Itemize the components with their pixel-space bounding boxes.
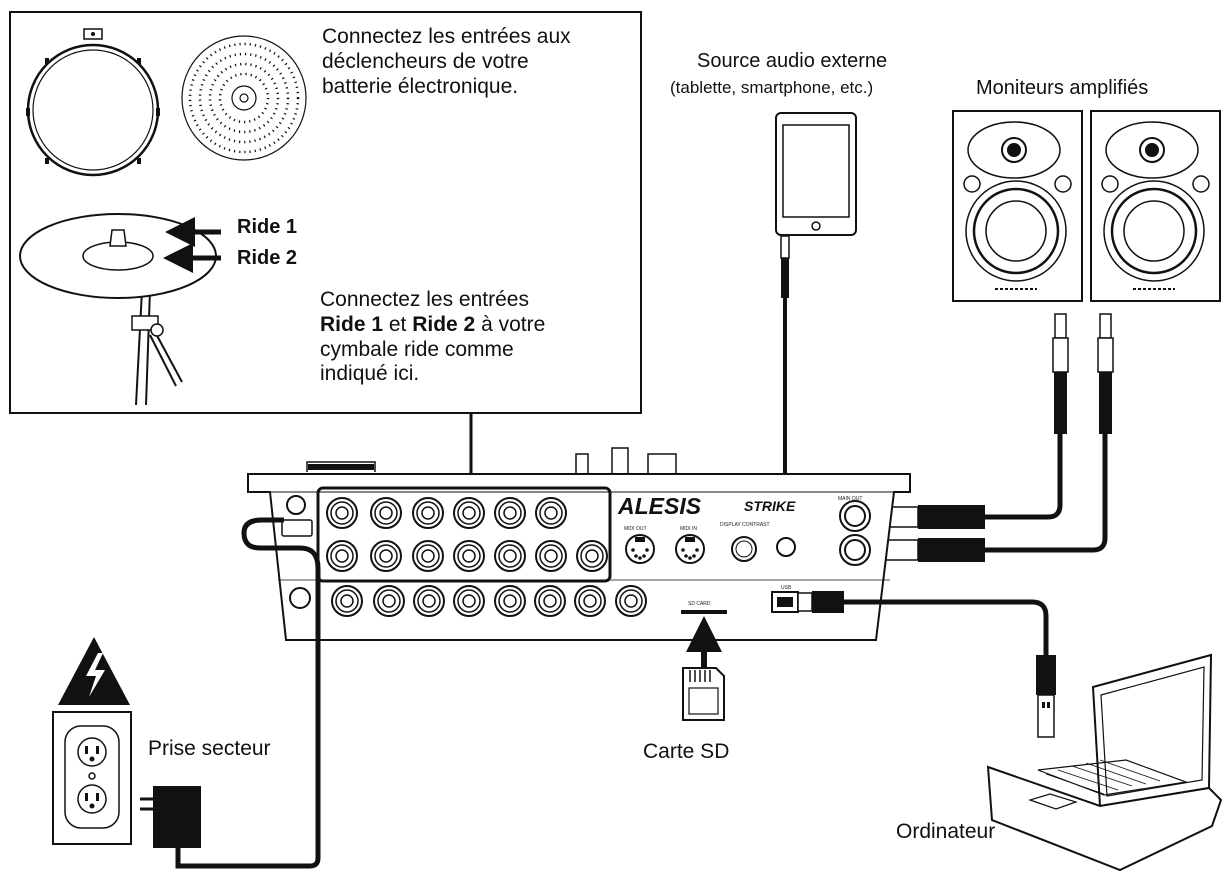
monitor-cables <box>873 313 1114 562</box>
power-cable <box>175 517 321 869</box>
trigger-jack <box>615 585 647 617</box>
ride-cymbal-icon <box>19 213 221 406</box>
trigger-jack <box>574 585 606 617</box>
trigger-jacks-row-2 <box>326 540 608 572</box>
trigger-jack <box>576 540 608 572</box>
ride-instructions-line-2-rest: à votre <box>475 312 546 336</box>
trigger-jack <box>453 585 485 617</box>
midi-in-port: MIDI IN <box>675 526 705 564</box>
monitor-speaker-right-icon <box>1090 110 1221 302</box>
ride-2-inline: Ride 2 <box>412 312 476 336</box>
trigger-jacks-row-3 <box>331 585 647 617</box>
ride-instructions-line-4: indiqué ici. <box>320 362 420 386</box>
usb-cable <box>797 591 1056 738</box>
svg-text:USB: USB <box>781 585 792 591</box>
ride-instructions-line-2: Ride 1 et Ride 2 à votre <box>320 313 545 338</box>
trigger-instructions-line-1: Connectez les entrées aux <box>322 25 571 48</box>
usb-port: USB <box>771 585 799 613</box>
trigger-jacks-row-1 <box>326 497 567 529</box>
trigger-jack <box>494 540 526 572</box>
warning-icon <box>58 637 130 705</box>
trigger-jack <box>453 497 485 529</box>
trigger-jack <box>370 497 402 529</box>
trigger-instructions: Connectez les entrées aux déclencheurs d… <box>322 25 571 99</box>
audio-source-note: (tablette, smartphone, etc.) <box>670 78 874 97</box>
ride-instructions: Connectez les entrées Ride 1 et Ride 2 à… <box>320 288 545 387</box>
trigger-jack <box>326 540 358 572</box>
ride-1-inline: Ride 1 <box>320 312 384 336</box>
trigger-instructions-line-2: déclencheurs de votre <box>322 49 529 73</box>
computer-label: Ordinateur <box>896 820 996 843</box>
trigger-jack <box>412 540 444 572</box>
audio-source-label: Source audio externe <box>697 50 888 72</box>
trigger-jack <box>494 497 526 529</box>
trigger-jack <box>534 585 566 617</box>
svg-text:MIDI IN: MIDI IN <box>680 526 697 532</box>
ride-instructions-line-3: cymbale ride comme <box>320 337 514 361</box>
laptop-icon <box>986 653 1223 872</box>
brand-logo: ALESIS <box>617 493 702 519</box>
model-logo: STRIKE <box>744 498 796 514</box>
trigger-jack <box>412 497 444 529</box>
sd-card-slot: SD CARD <box>681 601 727 614</box>
power-outlet-icon <box>52 711 132 845</box>
cymbal-top-view-icon <box>181 35 307 161</box>
tablet-icon <box>775 112 857 236</box>
trigger-jack <box>535 497 567 529</box>
main-out-jacks: MAIN OUT <box>838 496 871 566</box>
trigger-jack <box>413 585 445 617</box>
ride-1-label: Ride 1 <box>237 216 298 238</box>
trigger-jack <box>370 540 402 572</box>
power-outlet-label: Prise secteur <box>148 737 271 760</box>
drum-pad-icon <box>26 28 160 177</box>
trigger-jack <box>535 540 567 572</box>
svg-text:SD CARD: SD CARD <box>688 601 711 607</box>
trigger-jack <box>326 497 358 529</box>
trigger-inputs-frame <box>316 486 612 583</box>
ride-instructions-line-1: Connectez les entrées <box>320 288 529 311</box>
monitor-speaker-left-icon <box>952 110 1083 302</box>
ride-2-label: Ride 2 <box>237 247 298 269</box>
power-adapter-icon <box>140 786 201 848</box>
svg-text:DISPLAY CONTRAST: DISPLAY CONTRAST <box>720 522 770 528</box>
trigger-jack <box>373 585 405 617</box>
display-contrast-knob: DISPLAY CONTRAST <box>720 522 770 562</box>
trigger-jack <box>453 540 485 572</box>
and-word: et <box>383 312 413 336</box>
trigger-jack <box>331 585 363 617</box>
trigger-jack <box>494 585 526 617</box>
trigger-instructions-line-3: batterie électronique. <box>322 74 519 98</box>
sd-card-label: Carte SD <box>643 740 730 763</box>
sd-card-icon <box>682 616 725 721</box>
monitors-label: Moniteurs amplifiés <box>976 77 1149 99</box>
midi-out-port: MIDI OUT <box>624 526 655 564</box>
svg-text:MAIN OUT: MAIN OUT <box>838 496 862 502</box>
svg-text:MIDI OUT: MIDI OUT <box>624 526 647 532</box>
audio-input-jack <box>776 537 796 557</box>
